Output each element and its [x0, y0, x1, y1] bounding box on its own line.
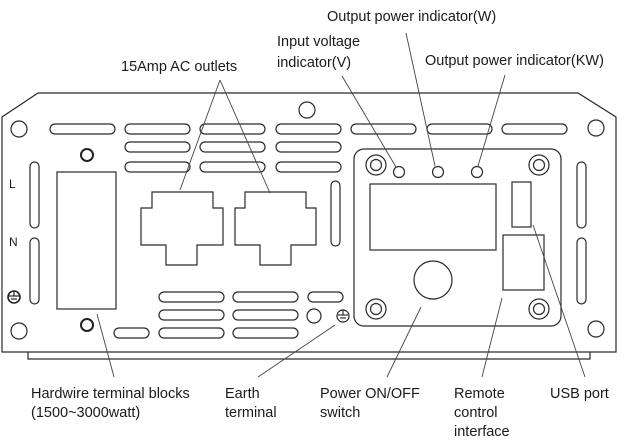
vent-slot — [29, 161, 40, 229]
ac-outlet-1 — [140, 191, 224, 266]
ac-outlet-2 — [234, 191, 317, 266]
vent-slot — [275, 141, 342, 153]
panel-outline — [1, 92, 617, 353]
panel-base — [27, 352, 591, 360]
hardwire-terminal-block — [56, 171, 117, 310]
vent-slot — [124, 141, 191, 153]
vent-slot — [113, 327, 150, 339]
vent-slot — [199, 161, 266, 173]
label-earth-1: Earth — [225, 386, 260, 402]
vent-slot — [124, 123, 191, 135]
vent-slot — [426, 123, 493, 135]
earth-terminal-icon — [336, 309, 350, 323]
label-input-voltage-2: indicator(V) — [277, 55, 351, 71]
vent-slot — [232, 291, 299, 303]
label-remote-2: control — [454, 405, 498, 421]
vent-slot — [29, 237, 40, 305]
usb-port — [511, 181, 532, 228]
label-hardwire-2: (1500~3000watt) — [31, 405, 140, 421]
output-power-w-indicator — [431, 165, 445, 179]
input-voltage-indicator — [392, 165, 406, 179]
vent-slot — [49, 123, 116, 135]
vent-slot — [330, 180, 341, 247]
vent-slot — [576, 161, 587, 229]
leader-line — [405, 32, 436, 167]
vent-slot — [232, 327, 299, 339]
line-terminal-mark: L — [9, 177, 16, 191]
vent-slot — [275, 123, 342, 135]
vent-slot — [158, 309, 225, 321]
vent-slot — [576, 237, 587, 305]
remote-control-interface — [502, 234, 545, 291]
screw — [80, 148, 94, 162]
vent-slot — [275, 161, 342, 173]
label-remote-1: Remote — [454, 386, 505, 402]
leader-line — [96, 313, 115, 378]
label-power-switch-2: switch — [320, 405, 360, 421]
leader-line — [386, 306, 422, 378]
screw — [80, 318, 94, 332]
vent-slot — [199, 141, 266, 153]
label-output-power-w: Output power indicator(W) — [327, 9, 496, 25]
label-earth-2: terminal — [225, 405, 277, 421]
vent-slot — [350, 123, 417, 135]
panel-screw — [365, 154, 387, 176]
screw — [298, 101, 316, 119]
display-window — [369, 183, 497, 251]
label-remote-3: interface — [454, 424, 510, 440]
ground-symbol-icon — [7, 290, 21, 304]
control-panel — [353, 148, 562, 327]
label-input-voltage-1: Input voltage — [277, 34, 360, 50]
leader-line — [477, 74, 506, 167]
leader-line — [257, 324, 336, 378]
vent-slot — [307, 291, 344, 303]
leader-line — [481, 297, 503, 378]
vent-slot — [232, 309, 299, 321]
panel-screw — [365, 298, 387, 320]
label-ac-outlets: 15Amp AC outlets — [121, 59, 237, 75]
leader-line — [219, 79, 271, 194]
vent-slot — [124, 161, 191, 173]
panel-screw — [528, 154, 550, 176]
leader-line — [341, 75, 397, 168]
mount-hole-top-left — [10, 120, 28, 138]
mount-hole-bottom-left — [10, 322, 28, 340]
power-switch — [413, 260, 453, 300]
label-output-power-kw: Output power indicator(KW) — [425, 53, 604, 69]
vent-slot — [158, 327, 225, 339]
panel-screw — [528, 298, 550, 320]
neutral-terminal-mark: N — [9, 235, 18, 249]
mount-hole-bottom-right — [587, 320, 605, 338]
vent-slot — [158, 291, 225, 303]
mount-hole-top-right — [587, 119, 605, 137]
label-hardwire-1: Hardwire terminal blocks — [31, 386, 190, 402]
screw — [306, 308, 322, 324]
vent-slot — [501, 123, 568, 135]
output-power-kw-indicator — [470, 165, 484, 179]
label-power-switch-1: Power ON/OFF — [320, 386, 420, 402]
leader-line — [179, 79, 221, 191]
label-usb-port: USB port — [550, 386, 609, 402]
vent-slot — [199, 123, 266, 135]
leader-line — [532, 224, 586, 378]
